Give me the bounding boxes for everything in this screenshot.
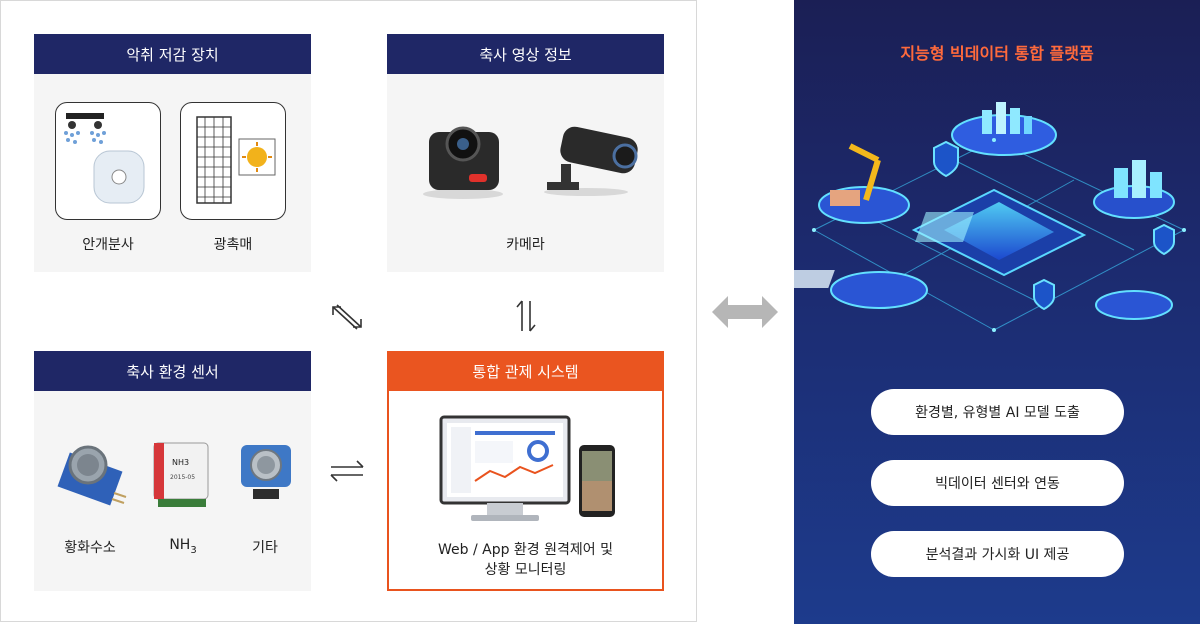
h2s-sensor-icon <box>57 445 127 506</box>
vertical-bidirectional-arrow <box>516 300 536 332</box>
nh3-label: NH3 <box>148 537 218 556</box>
control-caption-line2: 상황 모니터링 <box>484 562 567 578</box>
video-info-card: 축사 영상 정보 카메라 <box>387 34 664 272</box>
camera-label: 카메라 <box>506 237 545 253</box>
nh3-label-main: NH <box>169 537 191 553</box>
other-label: 기타 <box>252 540 278 556</box>
h2s-label: 황화수소 <box>64 540 116 556</box>
mist-spray-box <box>55 102 161 220</box>
devices-panel: 악취 저감 장치 <box>0 0 697 622</box>
camera-icon <box>423 126 638 199</box>
card-title: 축사 환경 센서 <box>34 351 311 391</box>
nh3-sensor-icon: NH3 2015-05 <box>153 442 209 507</box>
nh3-label-sub: 3 <box>190 544 197 556</box>
horizontal-bidirectional-arrow <box>330 460 364 482</box>
photocatalyst-box <box>180 102 286 220</box>
nh3-chip-date: 2015-05 <box>170 474 195 481</box>
smart-city-illustration <box>794 102 1186 332</box>
bigdata-platform-panel: 지능형 빅데이터 통합 플랫폼 환경별 <box>794 0 1200 624</box>
monitor-phone-icon <box>439 415 615 521</box>
environment-sensor-card: 축사 환경 센서 NH3 2015-05 황화수소 NH3 기타 <box>34 351 311 591</box>
panel-link-arrow-icon <box>712 296 778 328</box>
diagonal-bidirectional-arrow <box>332 304 362 330</box>
photocatalyst-label: 광촉매 <box>213 237 253 253</box>
feature-bigdata-link: 빅데이터 센터와 연동 <box>871 460 1124 506</box>
nh3-chip-text: NH3 <box>172 458 189 467</box>
photocatalyst-icon <box>196 116 276 204</box>
platform-title: 지능형 빅데이터 통합 플랫폼 <box>900 44 1094 63</box>
other-sensor-icon <box>241 445 291 499</box>
feature-visualization-ui: 분석결과 가시화 UI 제공 <box>871 531 1124 577</box>
feature-ai-model: 환경별, 유형별 AI 모델 도출 <box>871 389 1124 435</box>
control-caption-line1: Web / App 환경 원격제어 및 <box>437 542 613 558</box>
integrated-control-card: 통합 관제 시스템 Web / App 환경 원격제어 및 상황 모니터링 <box>387 351 664 591</box>
mist-spray-icon <box>64 113 145 204</box>
mist-spray-label: 안개분사 <box>82 237 134 253</box>
card-title: 악취 저감 장치 <box>34 34 311 74</box>
odor-device-card: 악취 저감 장치 <box>34 34 311 272</box>
card-title: 통합 관제 시스템 <box>387 351 664 391</box>
card-title: 축사 영상 정보 <box>387 34 664 74</box>
